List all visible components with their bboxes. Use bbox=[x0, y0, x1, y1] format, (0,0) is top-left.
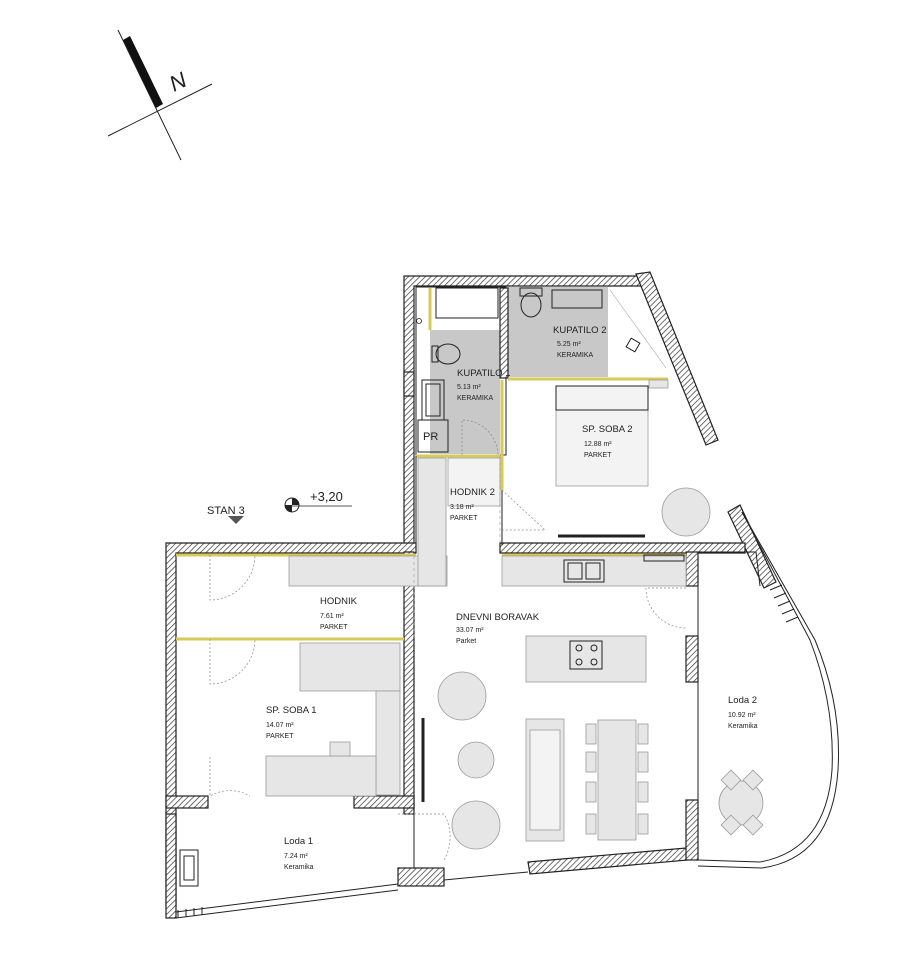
svg-text:SP. SOBA 1: SP. SOBA 1 bbox=[266, 705, 317, 716]
closet-pr bbox=[417, 419, 449, 453]
room-label-kupatilo-1: KUPATILO 1 5.13 m² KERAMIKA bbox=[457, 368, 511, 402]
svg-text:10.92 m²: 10.92 m² bbox=[728, 712, 756, 719]
svg-text:SP. SOBA 2: SP. SOBA 2 bbox=[582, 424, 633, 435]
north-arrow: N bbox=[107, 29, 213, 161]
svg-text:3.18 m²: 3.18 m² bbox=[450, 504, 474, 511]
svg-text:PARKET: PARKET bbox=[320, 624, 348, 631]
level-label: +3,20 bbox=[310, 489, 343, 504]
svg-text:Keramika: Keramika bbox=[284, 864, 314, 871]
balcony-railing bbox=[177, 584, 799, 918]
svg-text:Parket: Parket bbox=[456, 638, 476, 645]
svg-text:PARKET: PARKET bbox=[450, 515, 478, 522]
bathroom-2-floor bbox=[508, 287, 608, 377]
kitchen bbox=[501, 554, 687, 683]
svg-text:DNEVNI BORAVAK: DNEVNI BORAVAK bbox=[456, 612, 540, 623]
svg-text:KERAMIKA: KERAMIKA bbox=[457, 395, 494, 402]
svg-text:7.24 m²: 7.24 m² bbox=[284, 853, 308, 860]
svg-text:33.07 m²: 33.07 m² bbox=[456, 627, 484, 634]
svg-text:Loda 1: Loda 1 bbox=[284, 836, 313, 847]
door-swings bbox=[209, 419, 687, 861]
bedroom-2-wardrobe bbox=[648, 379, 669, 389]
svg-text:Keramika: Keramika bbox=[728, 723, 758, 730]
svg-text:HODNIK 2: HODNIK 2 bbox=[450, 487, 495, 498]
level-marker: STAN 3 +3,20 bbox=[207, 489, 352, 524]
closet-label: PR bbox=[423, 431, 438, 443]
living-furniture bbox=[421, 671, 649, 850]
svg-text:12.88 m²: 12.88 m² bbox=[584, 441, 612, 448]
svg-text:5.25 m²: 5.25 m² bbox=[557, 341, 581, 348]
balcony-furniture bbox=[179, 769, 764, 887]
room-label-hodnik-2: HODNIK 2 3.18 m² PARKET bbox=[450, 487, 495, 522]
room-label-loda-1: Loda 1 7.24 m² Keramika bbox=[284, 836, 314, 871]
north-label: N bbox=[165, 67, 190, 96]
room-label-dnevni-boravak: DNEVNI BORAVAK 33.07 m² Parket bbox=[456, 612, 540, 645]
svg-text:Loda 2: Loda 2 bbox=[728, 695, 757, 706]
room-label-hodnik: HODNIK 7.61 m² PARKET bbox=[320, 596, 358, 631]
room-label-sp-soba-1: SP. SOBA 1 14.07 m² PARKET bbox=[266, 705, 317, 740]
svg-text:KUPATILO 1: KUPATILO 1 bbox=[457, 368, 511, 379]
bedroom-2-furniture bbox=[555, 385, 711, 538]
hall-2-wardrobe bbox=[417, 457, 447, 587]
room-label-kupatilo-2: KUPATILO 2 5.25 m² KERAMIKA bbox=[553, 325, 607, 359]
svg-text:7.61 m²: 7.61 m² bbox=[320, 613, 344, 620]
svg-text:14.07 m²: 14.07 m² bbox=[266, 722, 294, 729]
svg-text:HODNIK: HODNIK bbox=[320, 596, 358, 607]
room-label-sp-soba-2: SP. SOBA 2 12.88 m² PARKET bbox=[582, 424, 633, 459]
svg-text:PARKET: PARKET bbox=[584, 452, 612, 459]
svg-text:KUPATILO 2: KUPATILO 2 bbox=[553, 325, 607, 336]
bathroom-1-floor bbox=[430, 330, 500, 454]
svg-text:KERAMIKA: KERAMIKA bbox=[557, 352, 594, 359]
unit-label: STAN 3 bbox=[207, 505, 245, 517]
svg-text:5.13 m²: 5.13 m² bbox=[457, 384, 481, 391]
bedroom-1-furniture bbox=[265, 642, 401, 797]
walls bbox=[165, 271, 777, 919]
svg-text:PARKET: PARKET bbox=[266, 733, 294, 740]
room-label-loda-2: Loda 2 10.92 m² Keramika bbox=[728, 695, 758, 730]
